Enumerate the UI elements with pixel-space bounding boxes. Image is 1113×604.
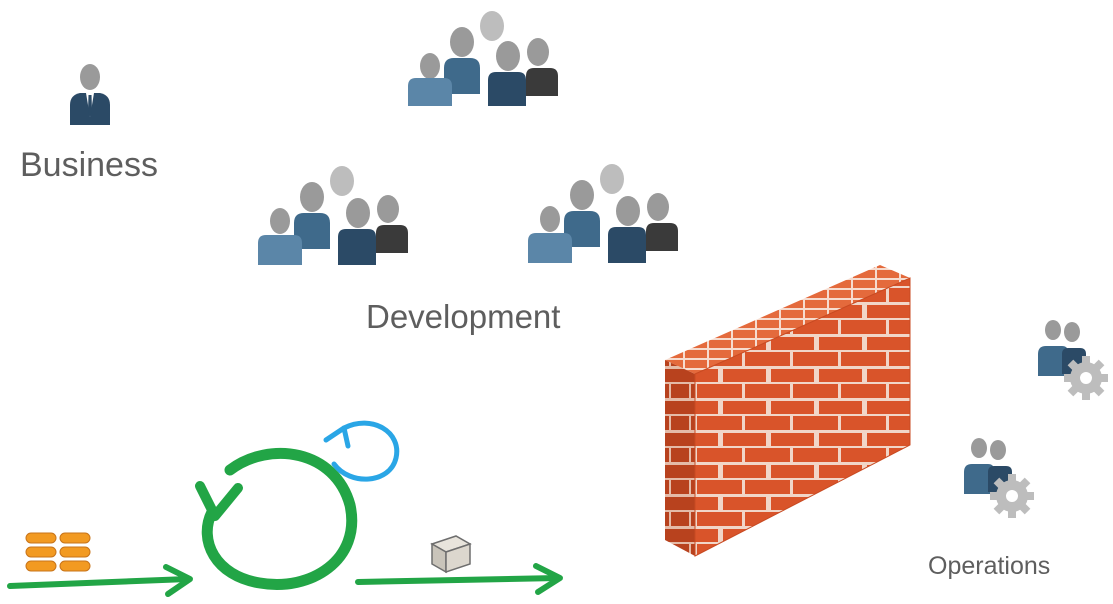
operations-label: Operations — [928, 552, 1051, 580]
output-arrowhead — [533, 563, 563, 595]
team-icon — [528, 164, 678, 263]
backlog-stack-icon — [25, 532, 91, 572]
team-icon — [408, 11, 558, 106]
team-icon — [258, 166, 408, 265]
iteration-cycle-icon — [201, 447, 358, 590]
daily-arrowhead — [323, 425, 351, 449]
iteration-arrowhead — [195, 481, 243, 521]
business-label: Business — [20, 146, 158, 184]
ops-team-gear-icon — [1038, 320, 1108, 400]
package-box-icon — [430, 535, 472, 574]
development-label: Development — [366, 298, 561, 335]
daily-cycle-icon — [331, 420, 400, 482]
input-arrow — [7, 576, 191, 589]
ops-team-gear-icon — [964, 438, 1034, 518]
input-arrowhead — [163, 564, 193, 597]
brick-wall-icon — [665, 265, 911, 557]
output-arrow — [355, 575, 561, 585]
business-person-icon — [70, 64, 110, 125]
